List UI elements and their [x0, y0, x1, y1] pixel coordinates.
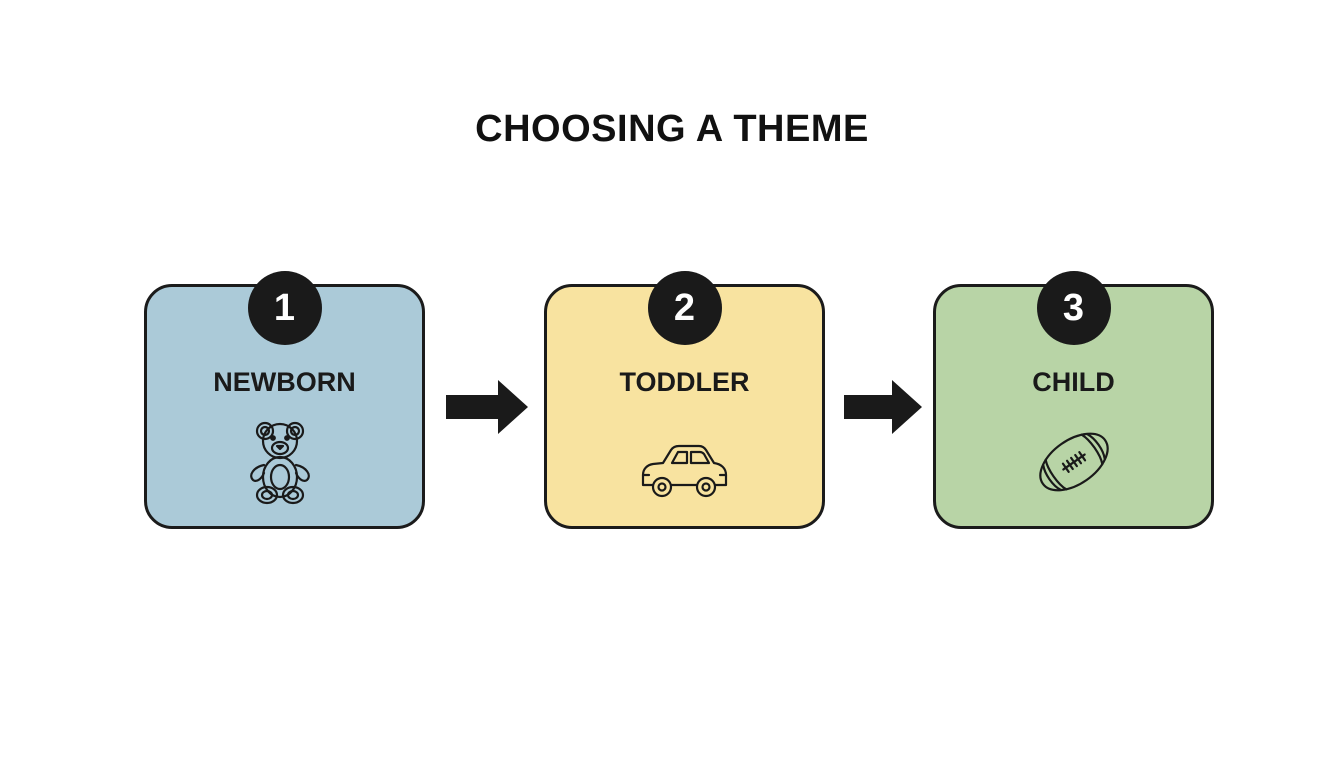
teddy-bear-icon	[240, 417, 330, 507]
step-number-badge: 1	[247, 271, 322, 345]
step-number-badge: 3	[1036, 271, 1111, 345]
right-arrow-icon	[842, 378, 928, 436]
right-arrow-icon	[444, 378, 530, 436]
step-label: TODDLER	[619, 367, 750, 397]
football-icon	[1029, 417, 1119, 507]
step-card-toddler: 2 TODDLER	[544, 271, 825, 529]
toy-car-icon	[640, 417, 730, 507]
step-number-badge: 2	[647, 271, 722, 345]
step-card-newborn: 1 NEWBORN	[144, 271, 425, 529]
step-label: NEWBORN	[213, 367, 356, 397]
step-label: CHILD	[1032, 367, 1115, 397]
step-card-child: 3 CHILD	[933, 271, 1214, 529]
page-title: CHOOSING A THEME	[475, 108, 869, 150]
